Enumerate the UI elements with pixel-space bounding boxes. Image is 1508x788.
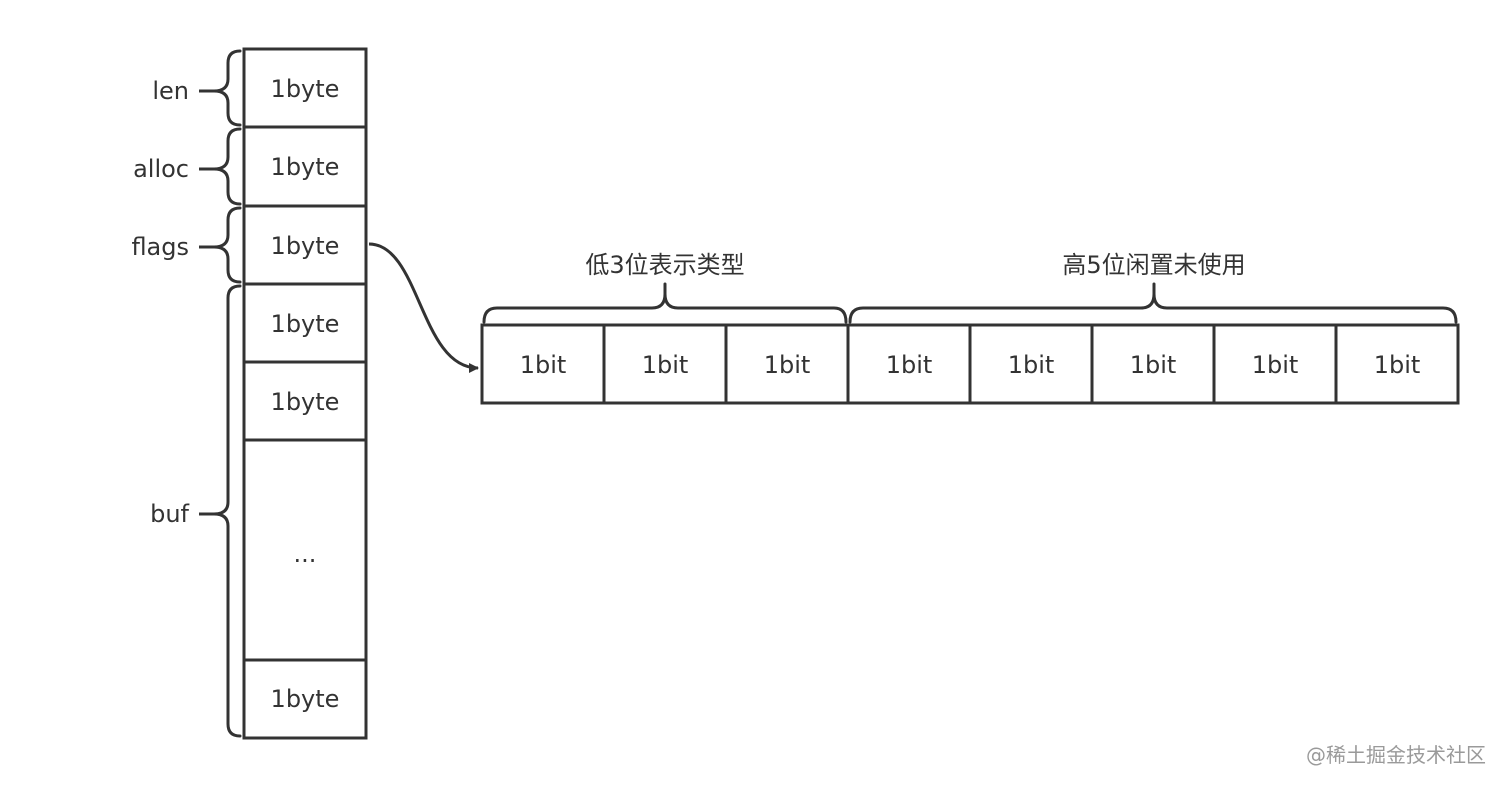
struct-cell-text: 1byte (271, 153, 340, 181)
bit-group-label-low: 低3位表示类型 (585, 251, 744, 279)
watermark-text: @稀土掘金技术社区 (1306, 743, 1486, 767)
field-connectors (199, 89, 214, 516)
bit-row (480, 323, 1460, 405)
field-label-flags: flags (131, 233, 189, 261)
bit-group-labels: 低3位表示类型 高5位闲置未使用 (585, 251, 1245, 279)
field-label-alloc: alloc (133, 155, 189, 183)
struct-cell-text: 1byte (271, 75, 340, 103)
flags-expand-arrow (368, 242, 479, 373)
struct-cell-text: ... (294, 540, 317, 568)
brace-len (212, 49, 242, 127)
struct-cell-text: 1byte (271, 232, 340, 260)
bit-cell-text: 1bit (1252, 351, 1299, 379)
struct-cell-buf-last (242, 658, 368, 740)
struct-cell-text: 1byte (271, 388, 340, 416)
field-labels: len alloc flags buf (131, 77, 189, 528)
brace-buf (212, 284, 242, 738)
bit-cell-text: 1bit (1008, 351, 1055, 379)
struct-column (242, 47, 368, 740)
bit-cell-text: 1bit (642, 351, 689, 379)
struct-cell-texts: 1byte 1byte 1byte 1byte 1byte ... 1byte (271, 75, 340, 713)
bit-cell-text: 1bit (886, 351, 933, 379)
struct-cell-text: 1byte (271, 685, 340, 713)
bit-cell-text: 1bit (1374, 351, 1421, 379)
brace-low-3-bits (482, 282, 848, 324)
field-label-buf: buf (150, 500, 189, 528)
struct-cell-text: 1byte (271, 310, 340, 338)
bit-group-label-high: 高5位闲置未使用 (1062, 251, 1245, 279)
bit-cell-text: 1bit (1130, 351, 1177, 379)
brace-high-5-bits (848, 282, 1458, 324)
bit-cell (1334, 323, 1460, 405)
bit-cell-text: 1bit (520, 351, 567, 379)
bit-cell-text: 1bit (764, 351, 811, 379)
bit-cell-texts: 1bit 1bit 1bit 1bit 1bit 1bit 1bit 1bit (520, 351, 1421, 379)
brace-flags (212, 206, 242, 284)
field-braces (212, 49, 242, 738)
bit-group-braces (482, 282, 1458, 324)
field-label-len: len (152, 77, 189, 105)
brace-alloc (212, 127, 242, 206)
